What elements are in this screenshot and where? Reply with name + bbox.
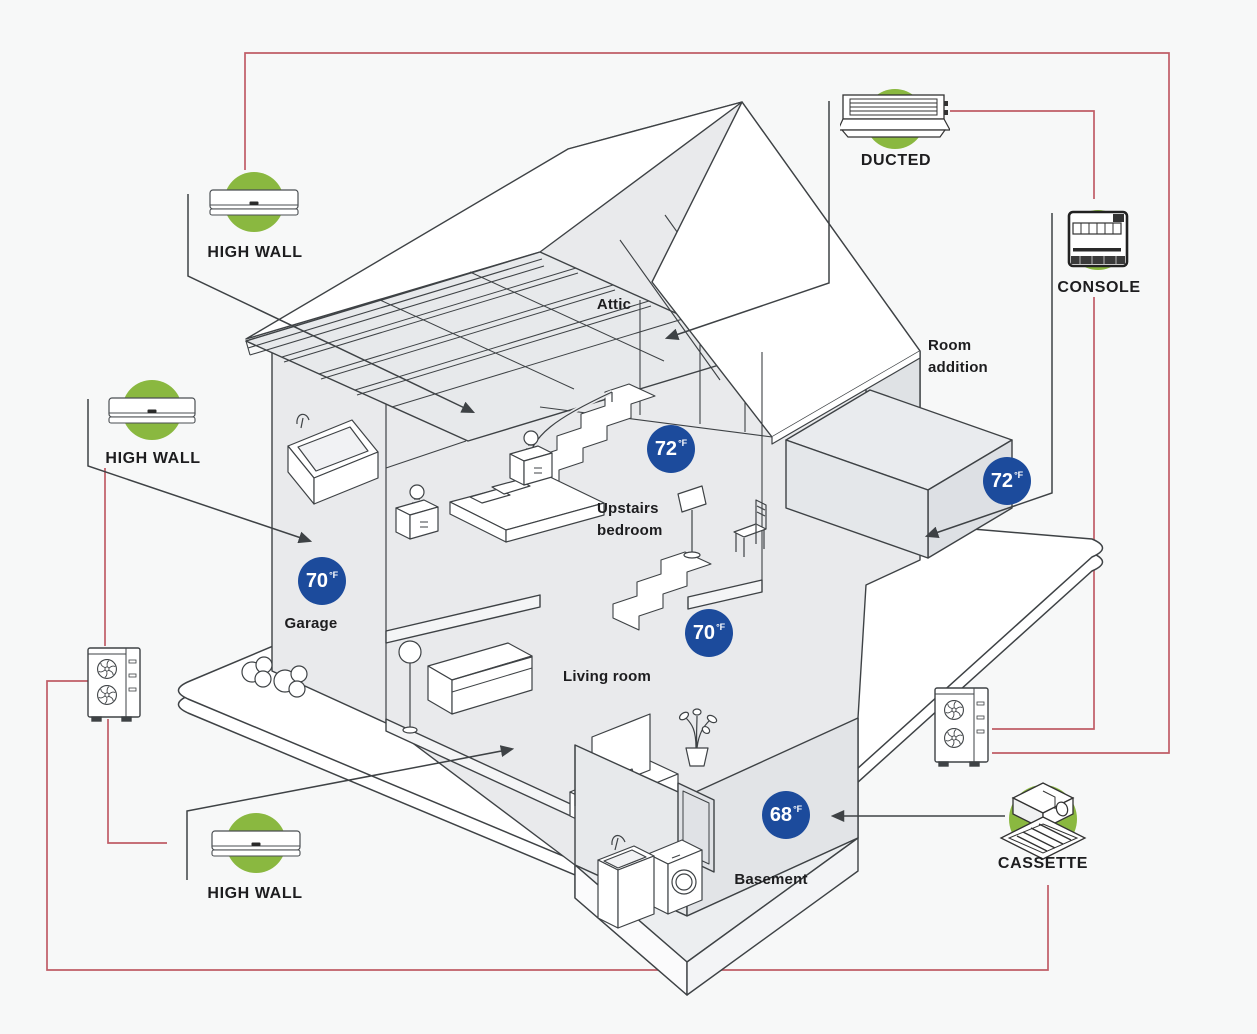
bathtub (287, 413, 379, 505)
shrubs (241, 656, 308, 698)
temp-unit: °F (1014, 470, 1024, 480)
bedroom-lamp (677, 485, 707, 559)
refrigerant-lines (46, 52, 1170, 971)
ducted-icon (837, 83, 952, 168)
roof-front-plane (651, 101, 921, 445)
floor-slabs (385, 352, 763, 819)
cassette-label: CASSETTE (997, 855, 1089, 872)
temp-badge-living-room: 70°F (685, 609, 733, 657)
temp-value: 68 (769, 803, 793, 826)
high-wall-icon (206, 808, 306, 883)
room-label-upstairs-bedroom: Upstairs bedroom (597, 500, 663, 539)
nightstand-right (509, 430, 553, 486)
high-wall-icon (102, 375, 202, 450)
room-label-garage: Garage (284, 615, 338, 632)
high-wall-label: HIGH WALL (105, 450, 201, 467)
room-label-room-addition: Room addition (928, 337, 988, 376)
room-label-basement: Basement (734, 871, 808, 888)
ducted-label: DUCTED (860, 152, 932, 169)
temp-value: 70 (305, 569, 329, 592)
temp-badge-garage: 70°F (298, 557, 346, 605)
temp-value: 70 (692, 621, 716, 644)
outdoor-unit-right (934, 687, 989, 767)
console-icon (1058, 199, 1138, 286)
console-label: CONSOLE (1057, 279, 1141, 297)
plant (678, 708, 718, 767)
high-wall-icon (204, 167, 304, 242)
temp-unit: °F (678, 438, 688, 448)
leader-arrows (87, 101, 1053, 880)
temp-badge-basement: 68°F (762, 791, 810, 839)
temp-unit: °F (716, 622, 726, 632)
chair (733, 499, 767, 557)
temp-badge-upstairs-bedroom: 72°F (647, 425, 695, 473)
room-label-living-room: Living room (562, 668, 652, 685)
nightstand-left (395, 484, 439, 540)
temp-value: 72 (990, 469, 1014, 492)
temp-value: 72 (654, 437, 678, 460)
floor-lamp (398, 640, 422, 734)
temp-badge-room-addition: 72°F (983, 457, 1031, 505)
laundry-sink (597, 835, 655, 929)
temp-unit: °F (329, 570, 339, 580)
high-wall-label: HIGH WALL (207, 885, 303, 902)
outdoor-unit-left (87, 647, 141, 722)
high-wall-label: HIGH WALL (207, 244, 303, 261)
washer (647, 839, 703, 915)
cassette-icon (993, 769, 1093, 876)
lower-stairs (612, 551, 712, 631)
sofa (427, 642, 533, 715)
roof-back-plane (245, 101, 743, 340)
temp-unit: °F (793, 804, 803, 814)
room-label-attic: Attic (596, 296, 632, 313)
